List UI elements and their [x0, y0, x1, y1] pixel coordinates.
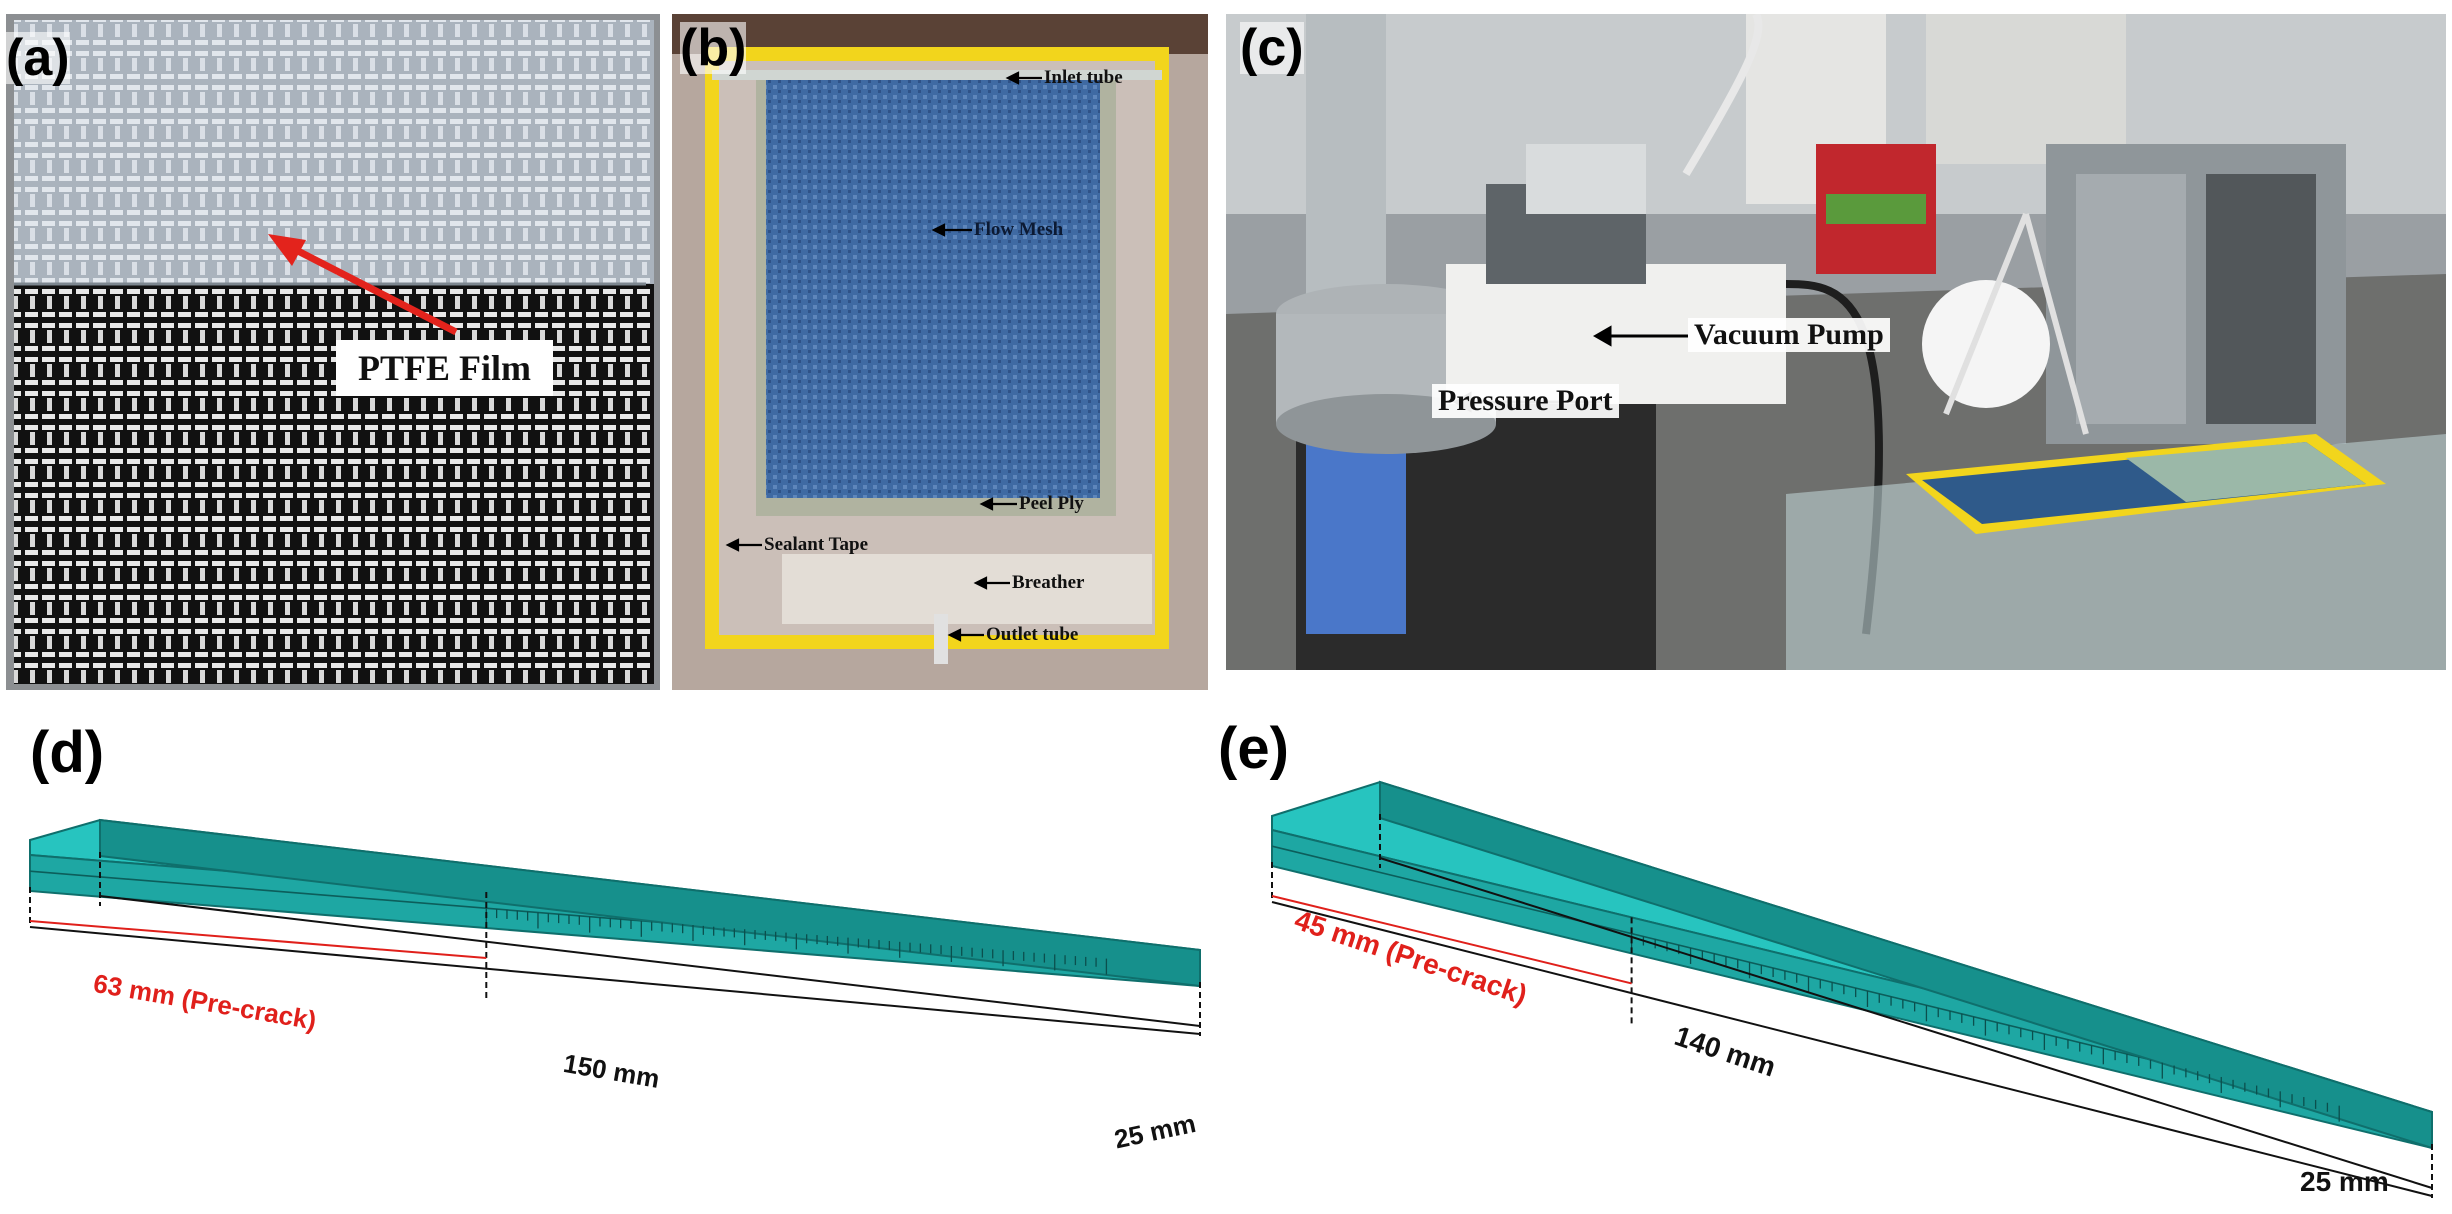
beam-e-length-dimension-line [1271, 901, 2433, 1197]
callout-outlet-tube: Outlet tube [986, 624, 1079, 645]
beam-d-length-dimension-line [29, 926, 1201, 1035]
panel-label-d: (d) [30, 720, 105, 785]
layup-photo [672, 14, 1208, 690]
beam-diagrams [29, 780, 2433, 1198]
panel-label-a: (a) [6, 29, 70, 87]
callout-pressure-port: Pressure Port [1432, 384, 1619, 418]
callout-sealant-tape: Sealant Tape [764, 534, 869, 555]
beam-e-precrack-dimension-line [1271, 895, 1632, 985]
beam-d-precrack-dimension-line [29, 920, 487, 960]
beam-e-width-dimension-line [1379, 857, 2433, 1189]
panel-label-e: (e) [1218, 716, 1289, 781]
beam-d-side-face [29, 853, 1201, 988]
ptfe-film-label: PTFE Film [336, 340, 553, 396]
callout-breather: Breather [1012, 572, 1085, 593]
beam-d-width-dimension-line [99, 895, 1201, 1027]
callout-inlet-tube: Inlet tube [1044, 67, 1123, 88]
beam-e-end-face-right [1379, 780, 2433, 1150]
callout-flow-mesh: Flow Mesh [974, 219, 1064, 240]
fabric-photo [6, 14, 660, 690]
callout-arrows [725, 71, 1042, 642]
panel-b: (b) Inlet tube Flow Mesh Peel Ply Sealan… [672, 14, 1208, 690]
callout-peel-ply: Peel Ply [1019, 493, 1084, 514]
panel-a: (a) PTFE Film [6, 14, 660, 690]
width-label-e: 25 mm [2300, 1166, 2389, 1197]
panel-label-c: (c) [1240, 19, 1304, 77]
callout-vacuum-pump: Vacuum Pump [1688, 318, 1890, 352]
red-arrow-icon [268, 234, 458, 336]
panel-c: (c) Vacuum Pump Pressure Port [1226, 14, 2446, 670]
panel-label-b: (b) [680, 19, 747, 77]
